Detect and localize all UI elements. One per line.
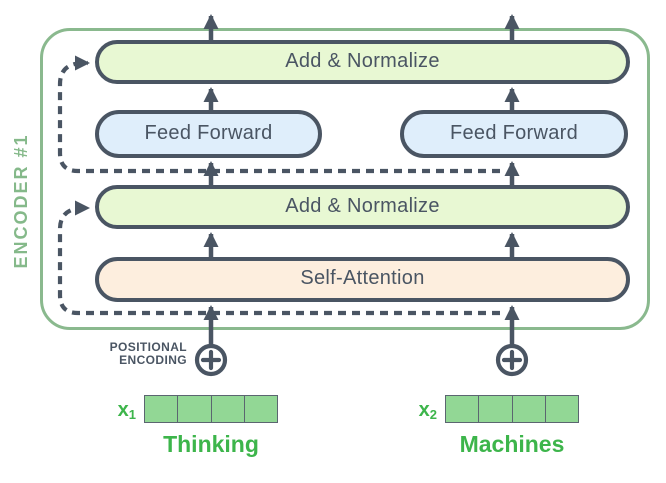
positional-encoding-line1: POSITIONAL [109,340,187,354]
x1-subscript: 1 [128,407,136,422]
x2-subscript: 2 [429,407,437,422]
positional-add-icon [495,343,529,377]
vector-cell [145,396,179,422]
vector-cell [245,396,277,422]
vector-cell [513,396,546,422]
add-normalize-mid-box: Add & Normalize [95,185,630,229]
positional-encoding-caption: POSITIONAL ENCODING [47,341,187,367]
vector-cell [212,396,245,422]
vector-cell [546,396,578,422]
input-word-machines: Machines [459,431,565,457]
vector-cell [479,396,513,422]
input-vector-label-x2: x2 [401,399,437,421]
positional-add-icon [194,343,228,377]
encoder-container-outline [40,28,650,330]
input-vector-x1 [144,395,278,423]
vector-cell [446,396,480,422]
x2-var: x [418,399,430,421]
add-normalize-top-box: Add & Normalize [95,40,630,84]
encoder-label: ENCODER #1 [11,133,31,269]
vector-cell [178,396,212,422]
x1-var: x [117,399,129,421]
input-word-thinking: Thinking [163,431,259,457]
input-vector-x2 [445,395,579,423]
self-attention-box: Self-Attention [95,257,630,302]
positional-encoding-line2: ENCODING [119,353,187,367]
input-vector-label-x1: x1 [100,399,136,421]
feed-forward-right-box: Feed Forward [400,110,628,158]
feed-forward-left-box: Feed Forward [95,110,322,158]
